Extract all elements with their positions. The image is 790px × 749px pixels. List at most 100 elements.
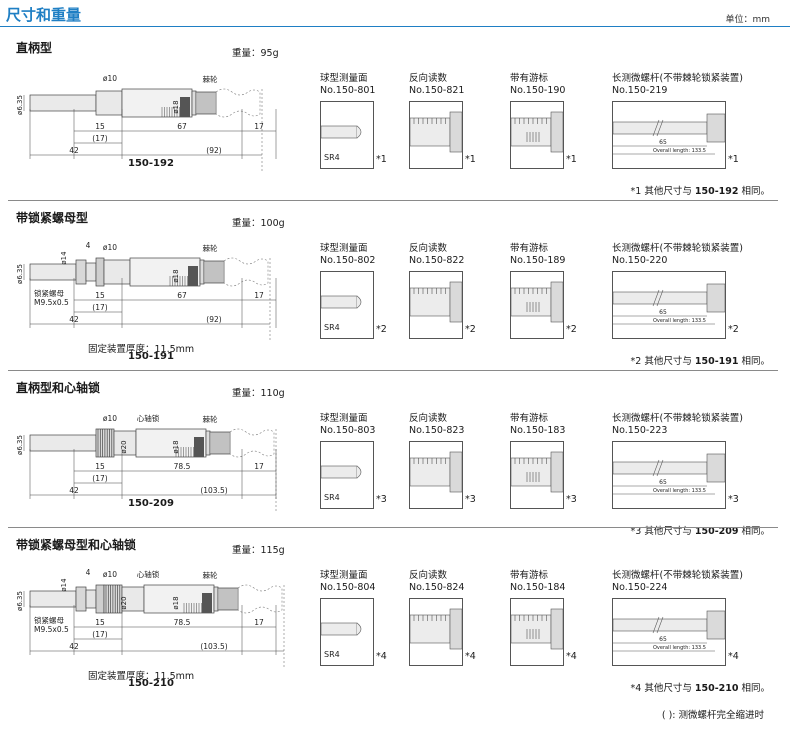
locknut-diameter-label: ø14 [60,251,68,265]
variant-detail-box [409,271,463,339]
dim-17-retracted: (17) [92,303,107,312]
dim-42: 42 [69,642,79,651]
dim-overall-retracted: (103.5) [200,642,227,651]
stem-diameter-label: ø6.35 [16,95,24,115]
variant-sketch [410,451,462,493]
fixture-thickness: 固定装置厚度：11.5mm [88,344,195,355]
overall-length-label: Overall length: 133.5 [653,318,706,324]
variant-model-number: No.150-801 [320,85,376,96]
variant-sketch [410,111,462,153]
dim-length-label: 78.5 [174,618,191,627]
variant-model-number: No.150-823 [409,425,465,436]
variant-detail-box: SR4 [320,271,374,339]
footnote-marker: *3 [728,494,739,505]
variant-detail-box [510,101,564,169]
spindle-lock-label: 心轴锁 [137,413,160,423]
footnote-text: *3 其他尺寸与 [630,526,695,537]
variant-caption: 长测微螺杆(不带棘轮锁紧装置) [612,570,743,581]
footnote-text-end: 相同。 [738,526,770,537]
variant-caption: 长测微螺杆(不带棘轮锁紧装置) [612,413,743,424]
footnote-marker: *4 [728,651,739,662]
variant-sketch [511,608,563,650]
dim-42: 42 [69,486,79,495]
variant-sketch [511,451,563,493]
section-title: 带锁紧螺母型和心轴锁 [16,538,137,552]
footnote-marker: *3 [465,494,476,505]
footnote-text-end: 相同。 [738,356,770,367]
thimble-diameter-label: ø18 [172,440,180,453]
variant-sketch: SR4 [321,125,362,162]
variant-model-number: No.150-821 [409,85,465,96]
dim-17: 17 [254,291,264,300]
long-spindle-dim: 65 [659,636,667,643]
variant-caption: 带有游标 [510,413,549,424]
dim-17: 17 [254,462,264,471]
page-title: 尺寸和重量 [6,6,82,24]
dim-17-retracted: (17) [92,630,107,639]
section-footnote: *3 其他尺寸与 150-209 相同。 [631,523,770,537]
footnote-marker: *4 [465,651,476,662]
variant-caption: 带有游标 [510,570,549,581]
dim-length-label: 78.5 [174,462,191,471]
overall-length-label: Overall length: 133.5 [653,488,706,494]
variant-detail-box [510,598,564,666]
sphere-radius-label: SR4 [324,650,340,659]
sphere-radius-label: SR4 [324,153,340,162]
thimble-diameter-label: ø18 [172,100,180,113]
footnote-marker: *2 [728,324,739,335]
variant-model-number: No.150-803 [320,425,376,436]
variant-caption: 球型测量面 [320,243,368,254]
dim-overall-retracted: (92) [206,315,221,324]
section-footnote: *2 其他尺寸与 150-191 相同。 [631,353,770,367]
dim-17: 17 [254,618,264,627]
sphere-radius-label: SR4 [324,323,340,332]
sphere-radius-label: SR4 [324,493,340,502]
dim-15: 15 [95,618,105,627]
variant-detail-box: SR4 [320,101,374,169]
variant-sketch: SR4 [321,465,362,502]
footnote-text: *4 其他尺寸与 [630,683,695,694]
variant-detail-box: SR4 [320,441,374,509]
spindle-lock-label: 心轴锁 [137,569,160,579]
variant-model-number: No.150-224 [612,582,668,593]
weight-label: 重量：110g [232,388,285,399]
section-title: 直柄型和心轴锁 [16,381,101,395]
thread-label: M9.5x0.5 [34,298,69,307]
ratchet-label: 棘轮 [203,243,218,253]
model-number: 150-192 [128,158,174,169]
variant-sketch [511,281,563,323]
overall-length-label: Overall length: 133.5 [653,645,706,651]
stem-diameter-label: ø6.35 [16,264,24,284]
variant-model-number: No.150-804 [320,582,376,593]
variant-caption: 球型测量面 [320,73,368,84]
footnote-marker: *3 [566,494,577,505]
variant-model-number: No.150-219 [612,85,668,96]
overall-length-label: Overall length: 133.5 [653,148,706,154]
dim-length-label: 67 [177,291,187,300]
ratchet-label: 棘轮 [203,74,218,84]
variant-caption: 反向读数 [409,570,448,581]
variant-caption: 反向读数 [409,243,448,254]
locknut-diameter-label: ø14 [60,578,68,592]
dim-15: 15 [95,122,105,131]
footnote-text: *2 其他尺寸与 [630,356,695,367]
variant-model-number: No.150-822 [409,255,465,266]
dim-15: 15 [95,291,105,300]
long-spindle-dim: 65 [659,309,667,316]
section-divider [8,370,778,371]
variant-caption: 长测微螺杆(不带棘轮锁紧装置) [612,243,743,254]
model-number: 150-191 [128,351,174,362]
variant-caption: 带有游标 [510,243,549,254]
footnote-model: 150-191 [694,356,739,367]
thimble-diameter-label: ø18 [172,269,180,282]
spindle-diameter-label: ø10 [103,243,117,252]
model-number: 150-210 [128,678,174,689]
weight-label: 重量：100g [232,218,285,229]
